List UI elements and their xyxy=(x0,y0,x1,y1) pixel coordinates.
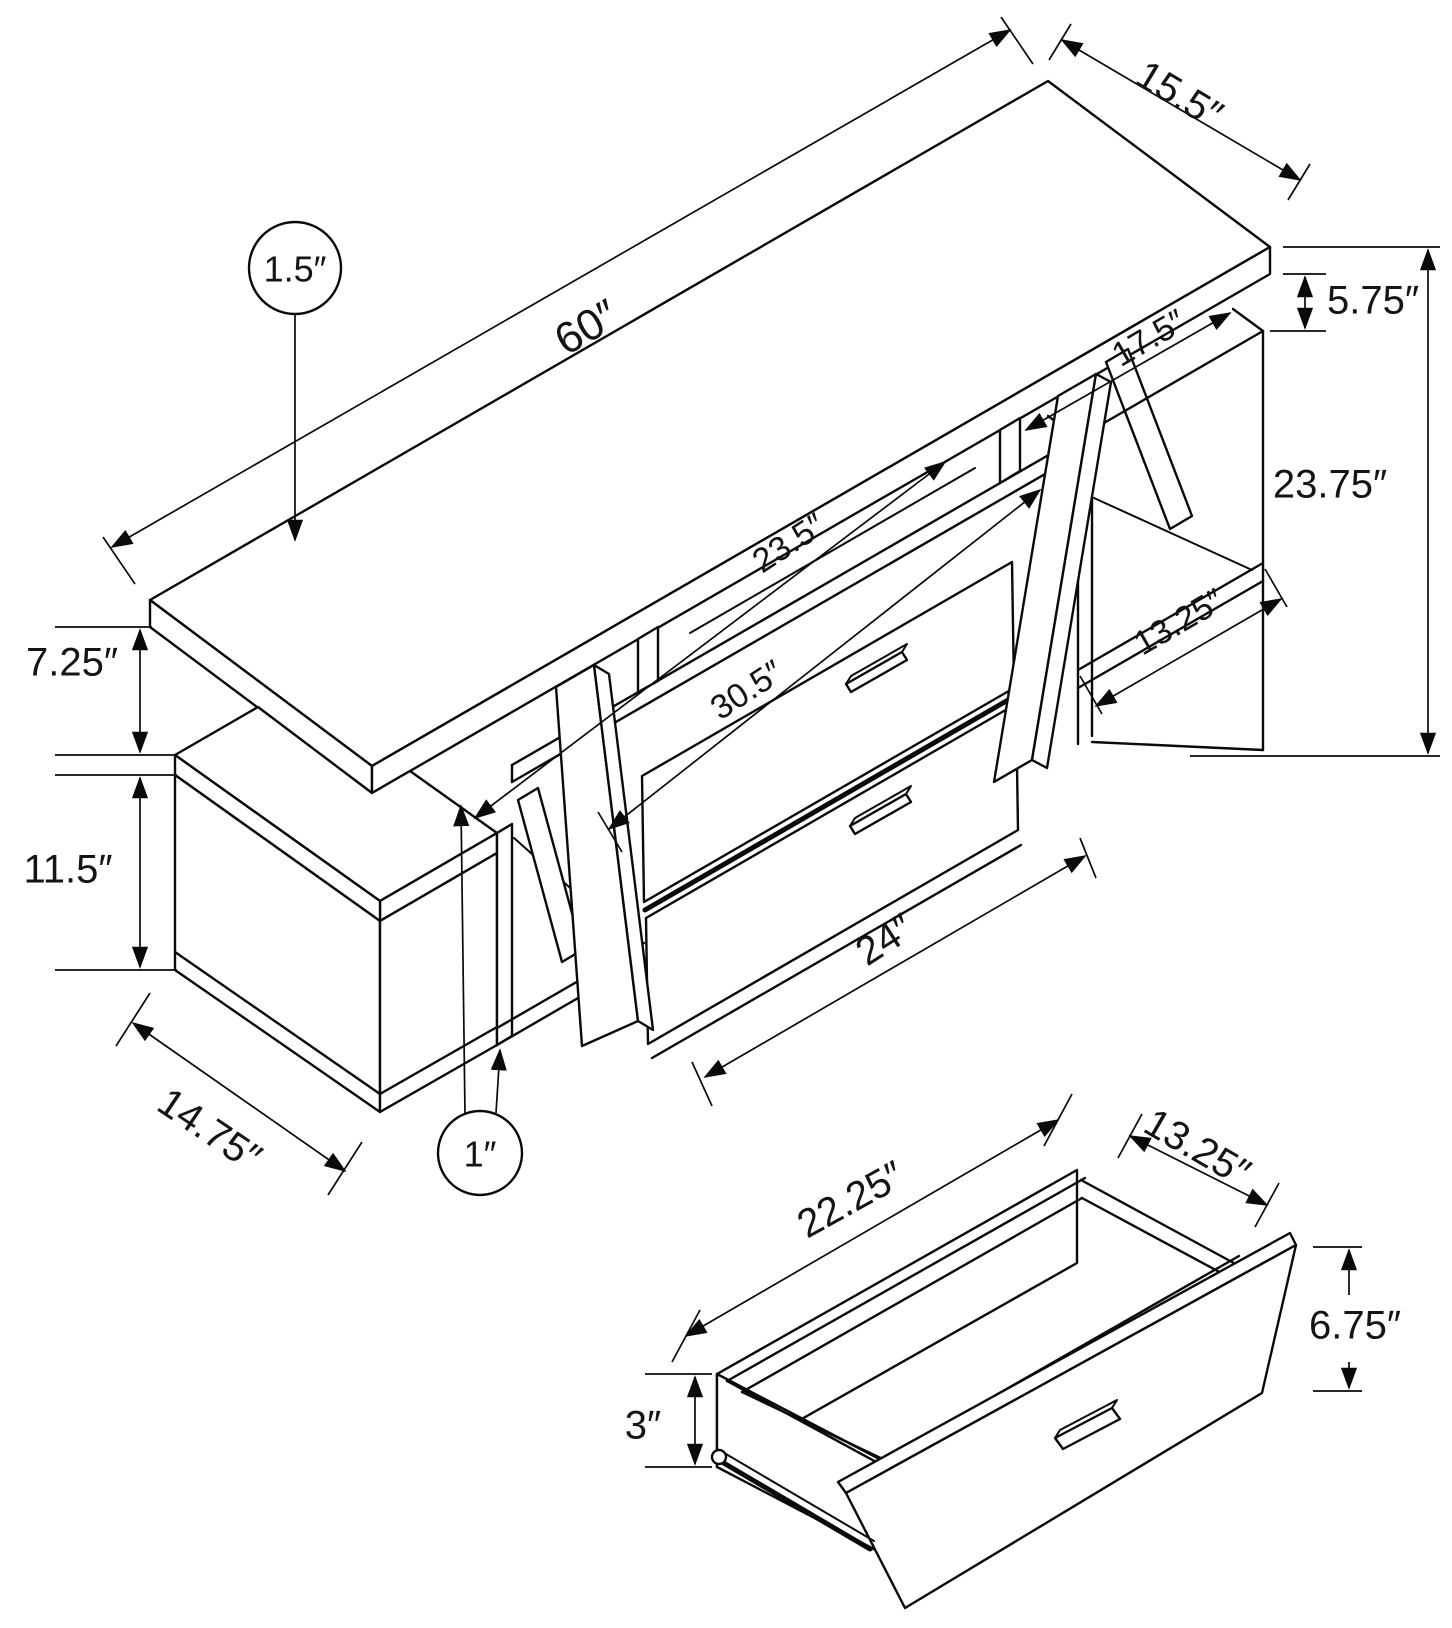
drawer-detail-handle xyxy=(1053,1406,1122,1451)
dim-1475-tick-left xyxy=(115,992,151,1047)
dim-1325u-tick-right xyxy=(1264,568,1288,608)
drawer-front-panel xyxy=(844,1243,1298,1610)
dim-label-left-gap: 7.25″ xyxy=(26,641,118,685)
drawer-rim-inner-far xyxy=(1079,1178,1245,1270)
drawer-slide-rail xyxy=(719,1459,873,1552)
dim-label-overall-height: 23.75″ xyxy=(1273,463,1387,507)
dim-155-tick-right xyxy=(1287,163,1311,201)
drawer-detail xyxy=(710,1168,1298,1610)
dim-155-line xyxy=(1060,39,1302,181)
dim-label-drawer-side-height: 3″ xyxy=(625,1404,661,1448)
dim-1325u-tick-left xyxy=(1079,675,1103,715)
drawer-floor-near-edge xyxy=(740,1390,891,1464)
drawer-floor-back-edge xyxy=(740,1196,1084,1394)
cabinet-front-base-line xyxy=(378,1025,499,1096)
drawer-detail-handle-bevel xyxy=(1054,1399,1118,1439)
dim-60-tick-right xyxy=(1000,16,1034,65)
dim-60-line xyxy=(110,29,1012,548)
dim-24-tick-right xyxy=(1079,837,1097,879)
cubby-interior-junction xyxy=(1093,497,1253,571)
dim-1475-line xyxy=(131,1021,347,1173)
callout-panel-leader-2 xyxy=(490,1048,507,1114)
dim-2225-line xyxy=(684,1119,1060,1337)
drawer-floor-far-edge xyxy=(1080,1196,1240,1284)
dim-1325u-line xyxy=(1094,598,1283,707)
dim-24-tick-left xyxy=(691,1061,713,1107)
dim-label-right-shelf-width: 13.25″ xyxy=(1127,582,1230,663)
dim-label-depth: 15.5″ xyxy=(1128,52,1230,137)
dim-label-top-shelf-gap: 5.75″ xyxy=(1327,279,1419,323)
slot-post-right xyxy=(998,416,1022,485)
drawer-rim-inner-near xyxy=(725,1379,893,1472)
dim-155-tick-left xyxy=(1048,23,1072,61)
divider-panel xyxy=(495,822,514,1047)
drawer-stack xyxy=(640,560,1023,1060)
dim-label-cabinet-depth: 14.75″ xyxy=(150,1080,269,1180)
dim-label-cabinet-height: 11.5″ xyxy=(23,848,112,892)
dim-60-tick-left xyxy=(102,536,136,585)
dim-305-line xyxy=(607,488,1042,831)
dim-1475-tick-right xyxy=(327,1141,363,1196)
callout-panel-thickness-circle xyxy=(436,1109,524,1197)
callout-label-panel-thickness: 1″ xyxy=(464,1134,497,1175)
cubby-floor-edge xyxy=(1090,740,1265,752)
callout-label-top-thickness: 1.5″ xyxy=(264,249,327,290)
dim-label-drawer-front-height: 6.75″ xyxy=(1309,1304,1401,1348)
drawer-rail-roller xyxy=(710,1448,728,1466)
dim-1325d-line xyxy=(1128,1135,1269,1206)
dim-175-line xyxy=(1024,312,1232,431)
dim-label-drawer-box-width: 22.25″ xyxy=(790,1153,911,1247)
dim-label-drawer-box-depth: 13.25″ xyxy=(1137,1100,1258,1195)
drawer-slide-rail-top xyxy=(725,1453,875,1542)
dim-305-tick xyxy=(597,811,623,853)
dim-24-line xyxy=(703,855,1087,1078)
callout-panel-leader-1 xyxy=(453,804,470,1115)
cubby-top-right-depth-edge xyxy=(1231,307,1265,333)
